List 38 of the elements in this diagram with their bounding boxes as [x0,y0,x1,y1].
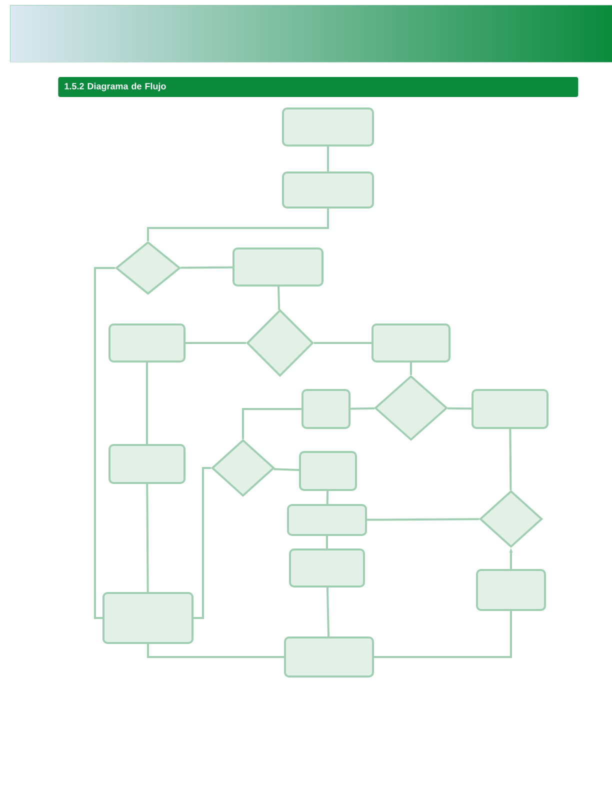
connector [350,407,374,410]
decision-diamond [246,309,314,377]
connector [327,146,329,172]
process-box [282,108,374,146]
connector [314,342,372,344]
connector [448,407,472,410]
process-box [372,324,450,362]
process-box [302,389,350,429]
connector [146,362,148,444]
connector [374,611,512,658]
process-box [282,172,374,208]
connector [186,342,246,344]
connector [94,267,115,619]
process-box [287,504,367,536]
connector [326,490,329,504]
connector [326,536,328,548]
process-box [284,636,374,678]
process-box [108,324,186,362]
section-heading: 1.5.2 Diagrama de Flujo [58,77,578,97]
connector [194,467,211,619]
connector [326,587,330,637]
process-box [476,569,546,611]
connector [274,468,300,471]
process-box [108,444,186,484]
connector [146,484,149,592]
connector [410,362,412,375]
connector [147,644,284,658]
process-box [472,389,548,429]
connector [242,408,302,439]
process-box [232,248,324,286]
process-box [102,592,194,644]
connector [180,266,232,269]
process-box [299,451,357,491]
connector [147,208,329,241]
connector [367,518,480,521]
connector [509,428,512,490]
process-box [289,548,365,588]
connector [278,286,280,310]
